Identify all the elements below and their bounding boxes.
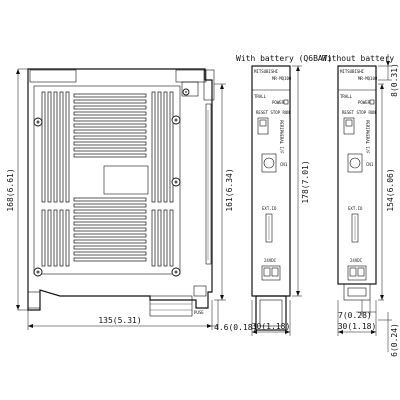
- front-view-with-battery: MITSUBISHI MR-MQ100 TRALL POWER RESET ST…: [251, 65, 292, 331]
- buttons-label-2: RESET STOP RUN: [342, 110, 376, 115]
- peripheral-label-1: PERIPHERAL I/F: [279, 120, 284, 154]
- dim-4-6-label: 4.6(0.18): [214, 323, 257, 332]
- mounting-screws: [33, 88, 190, 277]
- power-label-2: POWER: [358, 100, 371, 105]
- dim-30-without: 30(1.18): [338, 300, 377, 336]
- model-label-1: MR-MQ100: [272, 76, 292, 81]
- without-battery-title: Without battery: [322, 54, 394, 63]
- dim-161: 161(6.34): [214, 83, 234, 301]
- dim-8-label: 8(0.31): [390, 63, 399, 97]
- dim-135: 135(5.31): [27, 300, 213, 330]
- status-label-1: TRALL: [254, 94, 267, 99]
- dim-7: 7(0.28): [338, 300, 376, 320]
- dim-7-label: 7(0.28): [338, 311, 372, 320]
- ext-label-2: EXT.IO: [348, 206, 363, 211]
- status-label-2: TRALL: [340, 94, 353, 99]
- center-slots: [73, 93, 147, 262]
- dim-6: 6(0.24): [378, 312, 399, 357]
- brand-label-1: MITSUBISHI: [254, 69, 279, 74]
- cn1-label-1: CN1: [280, 162, 288, 167]
- dim-30-without-label: 30(1.18): [338, 322, 377, 331]
- power-label-1: POWER: [272, 100, 285, 105]
- io-label-2: 24VDC: [350, 258, 363, 263]
- buttons-label-1: RESET STOP RUN: [256, 110, 290, 115]
- brand-label-2: MITSUBISHI: [340, 69, 365, 74]
- dim-8: 8(0.31): [378, 54, 399, 97]
- model-label-2: MR-MQ100: [358, 76, 378, 81]
- dim-161-label: 161(6.34): [225, 168, 234, 211]
- dim-30-with-label: 30(1.18): [252, 322, 291, 331]
- peripheral-label-2: PERIPHERAL I/F: [365, 120, 370, 154]
- dim-168: 168(6.61): [6, 68, 28, 311]
- ext-label-1: EXT.IO: [262, 206, 277, 211]
- with-battery-title: With battery (Q6BAT): [236, 54, 332, 63]
- dim-168-label: 168(6.61): [6, 168, 15, 211]
- dim-4-6: 4.6(0.18): [212, 300, 257, 332]
- cn1-label-2: CN1: [366, 162, 374, 167]
- dim-30-with: 30(1.18): [252, 300, 291, 336]
- dim-6-label: 6(0.24): [390, 323, 399, 357]
- dim-178-label: 178(7.01): [301, 160, 310, 203]
- lower-slots: [41, 209, 174, 267]
- vent-slots: [41, 91, 174, 203]
- puse-label: PUSE: [194, 310, 204, 315]
- side-view: PUSE: [27, 68, 215, 317]
- dim-178: 178(7.01): [292, 65, 310, 297]
- front-view-without-battery: MITSUBISHI MR-MQ100 TRALL POWER RESET ST…: [337, 65, 378, 301]
- io-label-1: 24VDC: [264, 258, 277, 263]
- dim-135-label: 135(5.31): [98, 316, 141, 325]
- dim-154-label: 154(6.06): [386, 168, 395, 211]
- dim-154: 154(6.06): [378, 83, 395, 301]
